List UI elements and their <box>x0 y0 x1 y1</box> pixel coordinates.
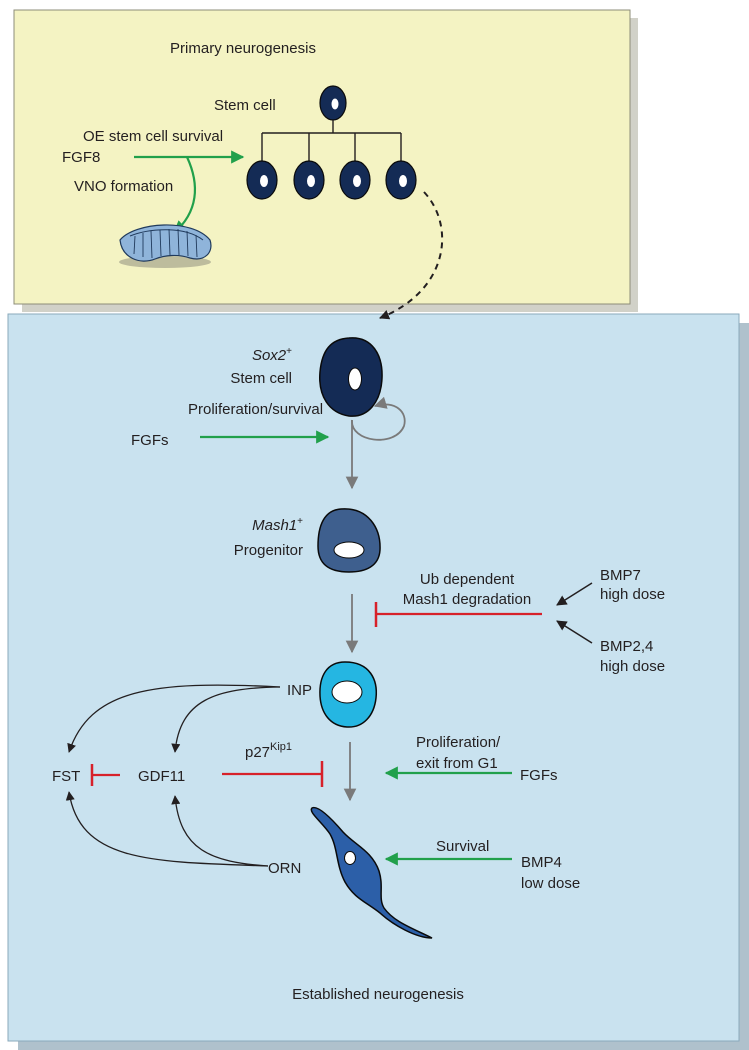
lineage-tree <box>261 120 402 162</box>
inp-to-gdf11-arrow <box>171 686 281 753</box>
daughter-cells <box>246 160 417 200</box>
inp-nucleus <box>331 680 363 704</box>
mash1-label: Mash1+ <box>252 516 303 534</box>
fgfs-label: FGFs <box>131 432 169 449</box>
oe-survival-label: OE stem cell survival <box>83 128 223 145</box>
bmp4-line2: low dose <box>521 875 580 892</box>
inp-label: INP <box>287 682 312 699</box>
sox2-sup: + <box>286 346 292 357</box>
bmp24-arrow <box>556 620 593 644</box>
transition-dashed-arrow <box>379 191 444 320</box>
sox2-stem-nucleus <box>348 367 362 391</box>
orn-neuron <box>310 806 433 939</box>
orn-nucleus <box>344 851 356 865</box>
stem-cell-label: Stem cell <box>214 97 276 114</box>
sox2-label: Sox2+ <box>252 346 292 364</box>
fst-label: FST <box>52 768 80 785</box>
survival-label: Survival <box>436 838 489 855</box>
stem-cell-name: Stem cell <box>230 370 292 387</box>
bmp24-line2: high dose <box>600 658 665 675</box>
stem-cell-primary-nucleus <box>331 98 339 110</box>
p27-label: p27Kip1 <box>245 741 292 761</box>
bmp24-line1: BMP2,4 <box>600 638 653 655</box>
fgf8-label: FGF8 <box>62 149 100 166</box>
bmp4-line1: BMP4 <box>521 854 562 871</box>
progenitor-name: Progenitor <box>234 542 303 559</box>
prolif-exit-line1: Proliferation/ <box>416 734 501 751</box>
p27-base: p27 <box>245 744 270 761</box>
p27-sup: Kip1 <box>270 741 292 753</box>
vno-formation-label: VNO formation <box>74 178 173 195</box>
bmp7-line1: BMP7 <box>600 567 641 584</box>
prolif-exit-line2: exit from G1 <box>416 755 498 772</box>
daughter-nucleus <box>307 175 315 187</box>
mash1-progenitor-cell <box>317 508 381 573</box>
sox2-marker: Sox2 <box>252 347 287 364</box>
bottom-panel-title: Established neurogenesis <box>292 986 464 1003</box>
ub-label-line1: Ub dependent <box>420 571 515 588</box>
mash1-progenitor-nucleus <box>333 541 365 559</box>
proliferation-survival-label: Proliferation/survival <box>188 401 323 418</box>
top-panel-title: Primary neurogenesis <box>170 40 316 57</box>
orn-to-gdf11-arrow <box>171 795 269 867</box>
daughter-nucleus <box>260 175 268 187</box>
orn-to-fst-arrow <box>65 791 269 867</box>
daughter-nucleus <box>399 175 407 187</box>
vno-organ-illustration <box>119 224 212 268</box>
mash1-marker: Mash1 <box>252 517 297 534</box>
bmp7-line2: high dose <box>600 586 665 603</box>
gdf11-label: GDF11 <box>138 768 185 785</box>
top-panel <box>13 9 631 305</box>
orn-label: ORN <box>268 860 301 877</box>
mash1-sup: + <box>297 516 303 527</box>
inp-to-fst-arrow <box>67 684 281 753</box>
daughter-nucleus <box>353 175 361 187</box>
ub-label-line2: Mash1 degradation <box>403 591 531 608</box>
fgfs2-label: FGFs <box>520 767 558 784</box>
self-renewal-loop <box>351 396 406 441</box>
bmp7-arrow <box>556 582 593 606</box>
